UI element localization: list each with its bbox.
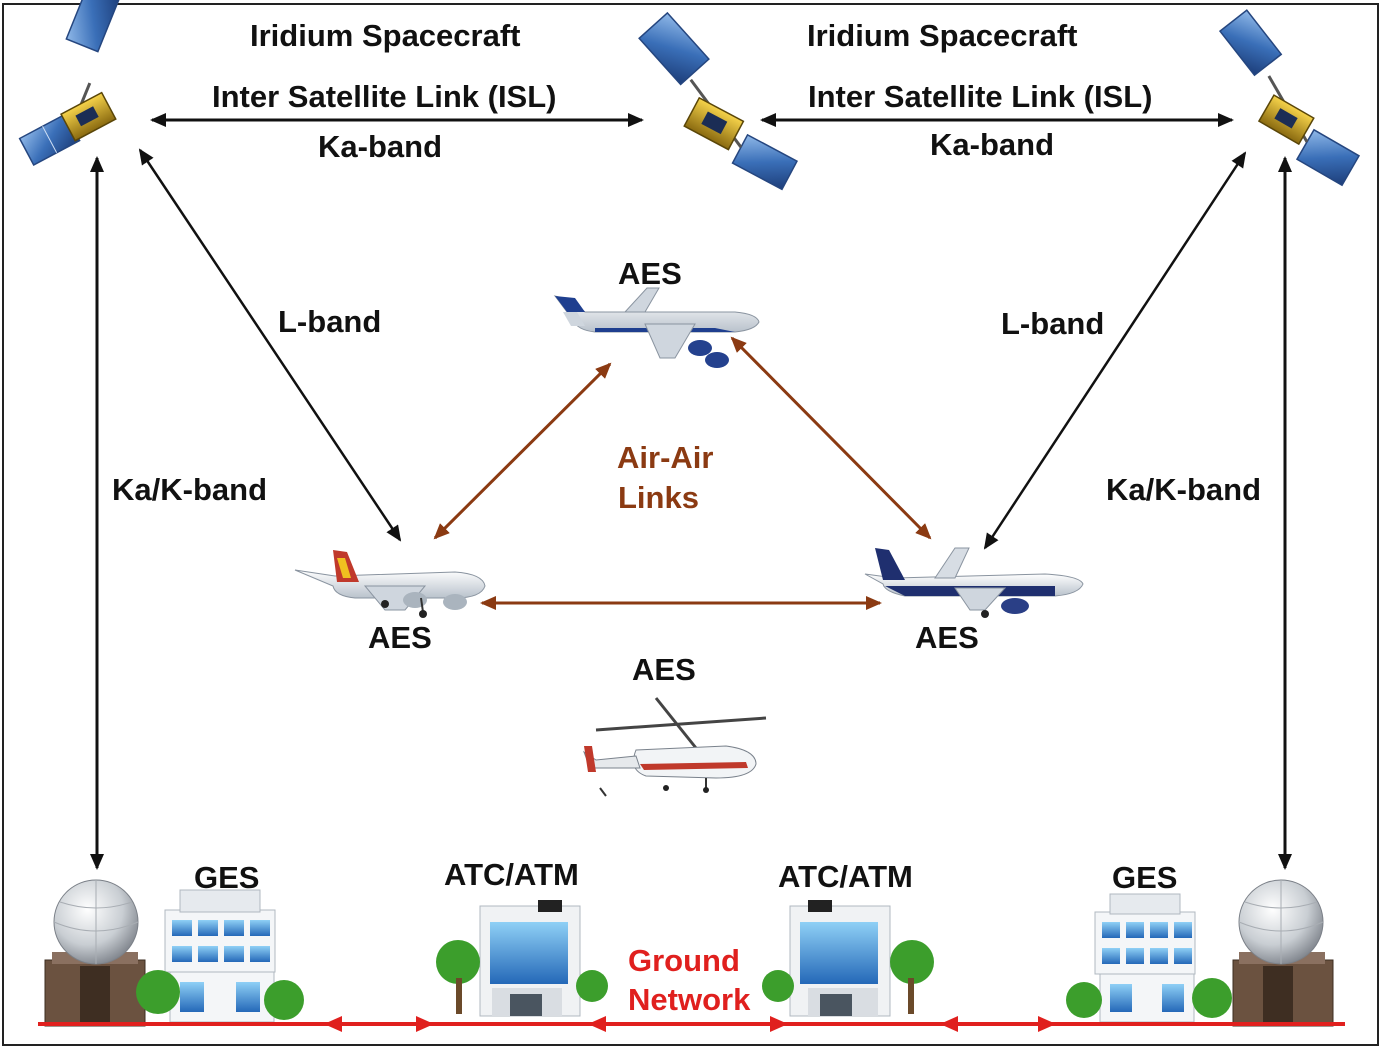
atc-right-building-icon xyxy=(762,900,934,1017)
atc-left-building-icon xyxy=(436,900,608,1017)
atc-left-label: ATC/ATM xyxy=(444,857,579,892)
lband-right-label: L-band xyxy=(1001,306,1105,341)
satellite-middle-icon xyxy=(638,11,799,191)
lband-arrow-left xyxy=(138,148,402,542)
helicopter-icon xyxy=(582,697,767,797)
radome-right-icon xyxy=(1232,879,1334,1027)
ka-band-left-label: Ka-band xyxy=(318,129,442,164)
aes-top-label: AES xyxy=(618,256,682,291)
air-air-arrow-right xyxy=(730,336,932,540)
kak-band-left-label: Ka/K-band xyxy=(112,472,267,507)
satellite-left-title: Iridium Spacecraft xyxy=(250,18,521,53)
satellite-right-icon xyxy=(1218,9,1361,187)
ges-right-building-icon xyxy=(1066,893,1232,1023)
isl-right-label: Inter Satellite Link (ISL) xyxy=(808,79,1153,114)
ground-network-label-line2: Network xyxy=(628,982,751,1017)
air-air-arrow-left xyxy=(433,362,612,540)
air-air-links-label-line1: Air-Air xyxy=(617,440,714,475)
isl-left-label: Inter Satellite Link (ISL) xyxy=(212,79,557,114)
ka-band-right-label: Ka-band xyxy=(930,127,1054,162)
aes-left-label: AES xyxy=(368,620,432,655)
lband-left-label: L-band xyxy=(278,304,382,339)
kak-band-right-label: Ka/K-band xyxy=(1106,472,1261,507)
air-air-links-label-line2: Links xyxy=(618,480,699,515)
ground-network-label-line1: Ground xyxy=(628,943,740,978)
atc-right-label: ATC/ATM xyxy=(778,859,913,894)
satellite-left-icon xyxy=(18,0,122,167)
aes-helicopter-label: AES xyxy=(632,652,696,687)
radome-left-icon xyxy=(44,879,146,1027)
ges-right-label: GES xyxy=(1112,860,1178,895)
ges-left-building-icon xyxy=(136,889,304,1023)
aircraft-left-icon xyxy=(294,550,486,618)
aes-right-label: AES xyxy=(915,620,979,655)
ges-left-label: GES xyxy=(194,860,260,895)
diagram-border xyxy=(2,3,1379,1046)
aircraft-top-icon xyxy=(553,287,760,368)
lband-arrow-right xyxy=(983,151,1247,550)
satellite-right-title: Iridium Spacecraft xyxy=(807,18,1078,53)
aircraft-right-icon xyxy=(864,547,1084,618)
